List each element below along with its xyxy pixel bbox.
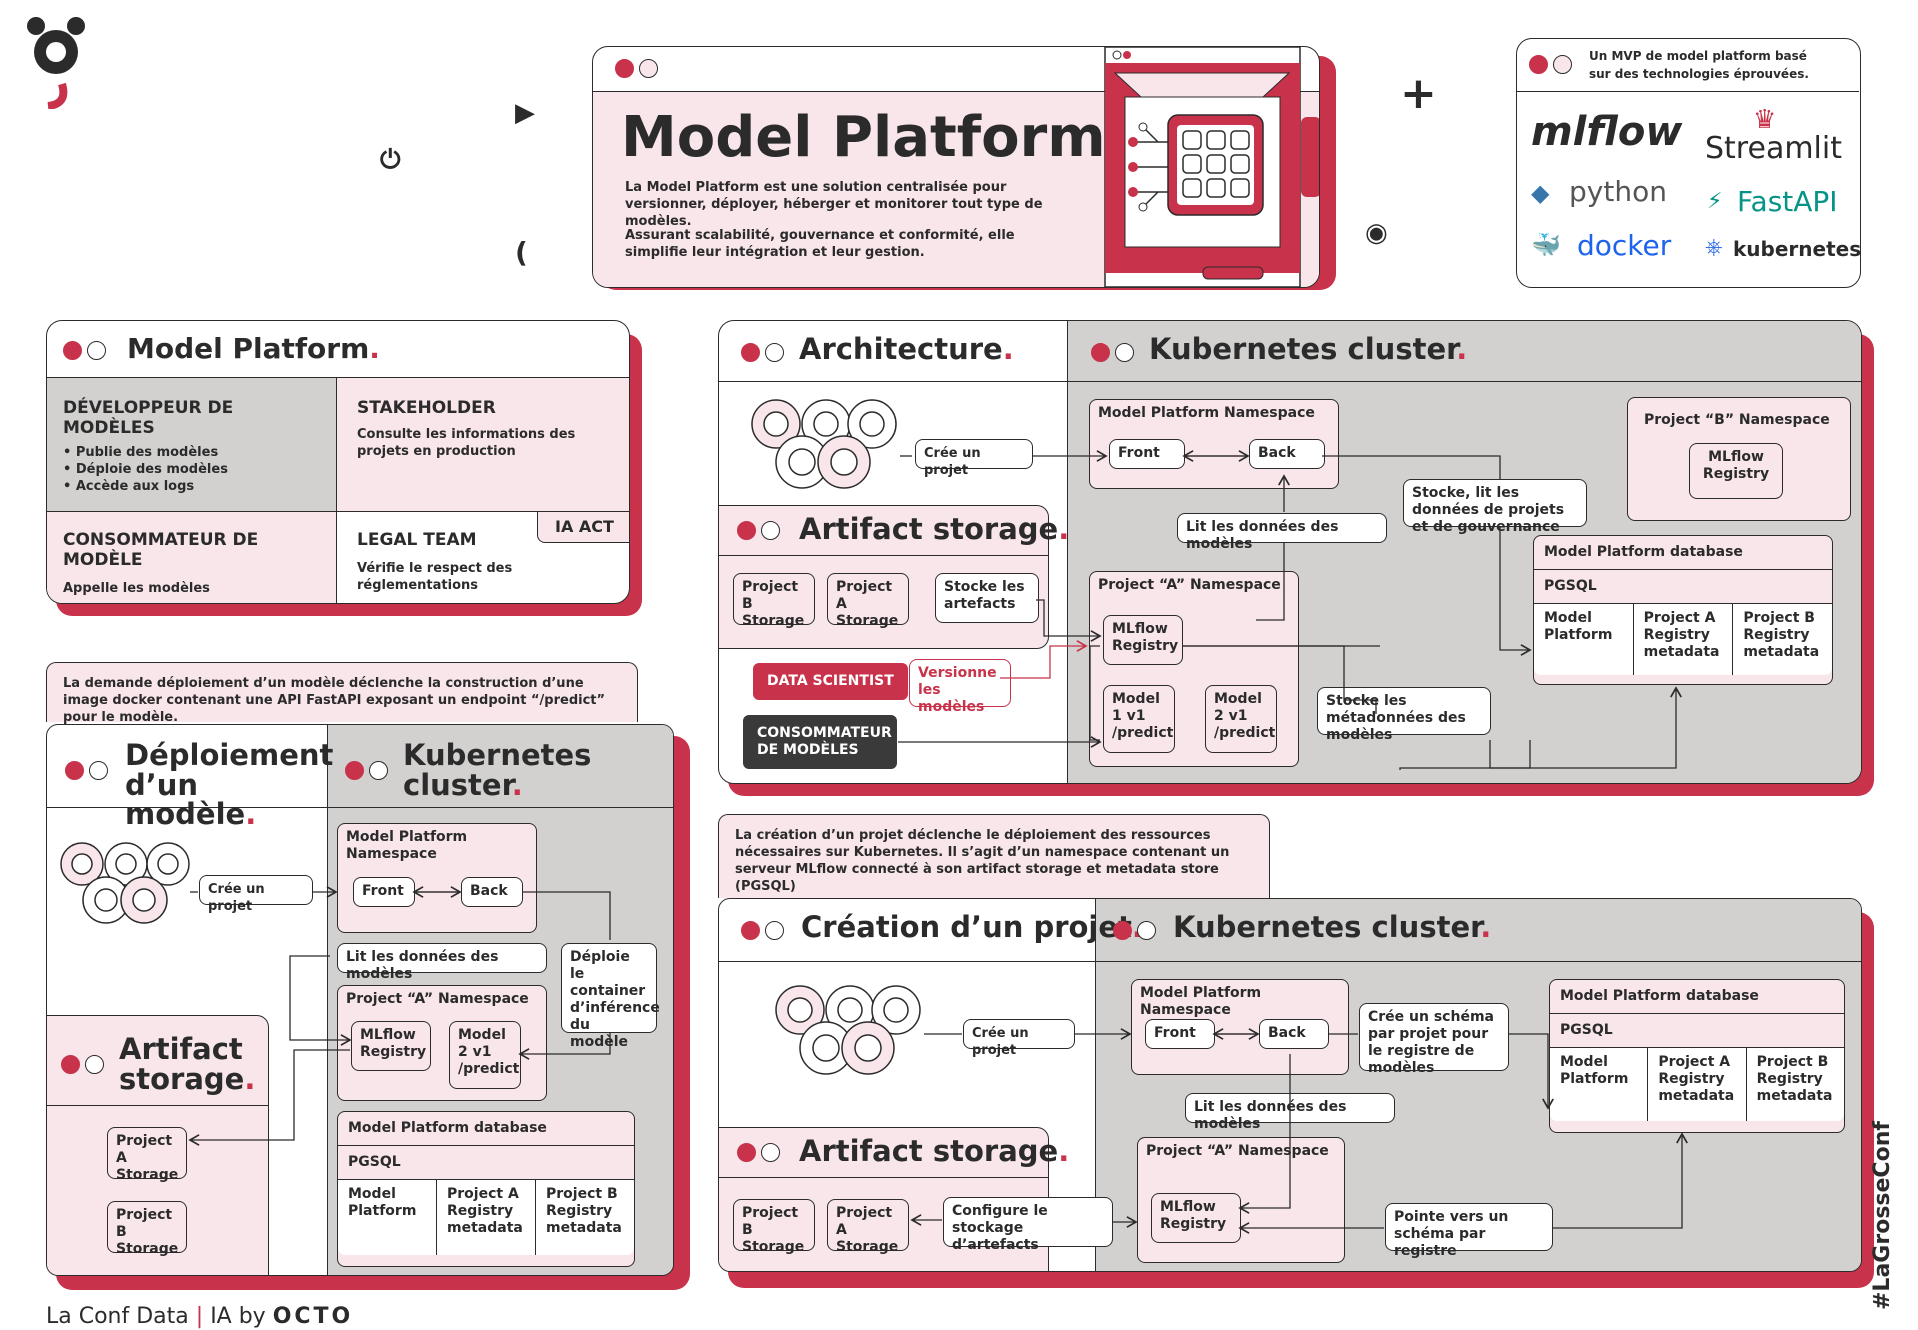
deploy-card: Déploiement d’un modèle. Kubernetes clus… xyxy=(46,724,674,1276)
consumer-tag: CONSOMMATEUR DE MODÈLES xyxy=(743,715,897,769)
hero-desc-1: La Model Platform est une solution centr… xyxy=(625,180,1043,229)
arch-store-read: Stocke, lit les données de projets et de… xyxy=(1403,479,1587,535)
creation-title: Création d’un projet. xyxy=(801,910,1143,944)
consumer-role: CONSOMMATEUR DE MODÈLE Appelle les modèl… xyxy=(47,511,337,603)
arch-versions-models: Versionne les modèles xyxy=(909,659,1011,715)
arch-proja-storage: Project A Storage xyxy=(827,573,909,629)
deploy-artifact-title: Artifact storage. xyxy=(119,1032,256,1096)
creation-create-schema: Crée un schéma par projet pour le regist… xyxy=(1359,1003,1509,1076)
fastapi-logo: FastAPI xyxy=(1737,185,1838,218)
deploy-proja-storage: Project A Storage xyxy=(107,1127,187,1183)
power-icon: ⏻ xyxy=(380,145,401,175)
deploy-note: La demande déploiement d’un modèle décle… xyxy=(46,662,638,725)
deploy-mlflow: MLflow Registry xyxy=(351,1021,431,1071)
users-illustration-deploy xyxy=(56,838,196,932)
creation-create-project: Crée un projet xyxy=(963,1019,1075,1058)
docker-icon: 🐳 xyxy=(1531,231,1561,259)
footer-brand: La Conf Data | IA by OCTO xyxy=(46,1304,354,1329)
arch-store-artifacts: Stocke les artefacts xyxy=(935,573,1039,623)
creation-k8s-title: Kubernetes cluster. xyxy=(1173,910,1492,944)
arc-icon: ( xyxy=(515,236,528,269)
deploy-db: Model Platform database PGSQL Model Plat… xyxy=(337,1111,635,1267)
python-logo: python xyxy=(1569,175,1667,208)
plus-sign: + xyxy=(1400,68,1437,119)
crown-icon: ♛ xyxy=(1753,105,1777,135)
kubernetes-logo: kubernetes xyxy=(1733,237,1862,261)
octo-logo xyxy=(26,14,86,110)
arch-model2: Model 2 v1 /predict xyxy=(1205,685,1277,753)
python-icon: ◆ xyxy=(1531,179,1550,207)
legal-role: LEGAL TEAM Vérifie le respect des réglem… xyxy=(337,511,629,603)
deploy-read-models: Lit les données des modèles xyxy=(337,943,547,982)
deploy-create-project: Crée un projet xyxy=(199,875,313,914)
roles-card: Model Platform. DÉVELOPPEUR DE MODÈLES •… xyxy=(46,320,630,604)
hero-desc-2: Assurant scalabilité, gouvernance et con… xyxy=(625,228,1015,260)
streamlit-logo: Streamlit xyxy=(1705,131,1842,166)
dev-role: DÉVELOPPEUR DE MODÈLES • Publie des modè… xyxy=(47,377,337,511)
arch-store-metadata: Stocke les métadonnées des modèles xyxy=(1317,687,1491,743)
creation-front: Front xyxy=(1145,1019,1215,1049)
target-icon: ◉ xyxy=(1365,218,1388,248)
deploy-front: Front xyxy=(353,877,415,907)
arch-projb-mlflow: MLflow Registry xyxy=(1689,443,1783,499)
kubernetes-icon: ⎈ xyxy=(1705,235,1723,260)
creation-back: Back xyxy=(1259,1019,1329,1049)
creation-read-models: Lit les données des modèles xyxy=(1185,1093,1395,1132)
arch-back: Back xyxy=(1249,439,1325,469)
roles-title: Model Platform. xyxy=(127,332,380,365)
ia-act-badge: IA ACT xyxy=(537,511,629,543)
creation-artifact-title: Artifact storage. xyxy=(799,1134,1070,1168)
creation-note: La création d’un projet déclenche le dép… xyxy=(718,814,1270,898)
footer-hashtag: #LaGrosseConf xyxy=(1870,1121,1895,1310)
arch-proja-mlflow: MLflow Registry xyxy=(1103,615,1183,665)
deploy-back: Back xyxy=(461,877,523,907)
tech-card: Un MVP de model platform basé sur des te… xyxy=(1516,38,1861,288)
arch-front: Front xyxy=(1109,439,1185,469)
creation-db: Model Platform database PGSQL Model Plat… xyxy=(1549,979,1845,1133)
hero-title: Model Platform. xyxy=(621,105,1127,170)
laptop-illustration xyxy=(1103,47,1319,287)
arch-db: Model Platform database PGSQL Model Plat… xyxy=(1533,535,1833,685)
play-icon: ▶ xyxy=(515,98,535,128)
deploy-title: Déploiement d’un modèle. xyxy=(125,738,334,832)
creation-projb-storage: Project B Storage xyxy=(733,1199,815,1255)
deploy-container: Déploie le container d’inférence du modè… xyxy=(561,943,660,1050)
arch-model1: Model 1 v1 /predict xyxy=(1103,685,1175,753)
deploy-k8s-title: Kubernetes cluster. xyxy=(403,738,592,802)
deploy-projb-storage: Project B Storage xyxy=(107,1201,187,1257)
arch-read-models: Lit les données des modèles xyxy=(1177,513,1387,552)
arch-projb-storage: Project B Storage xyxy=(733,573,815,629)
stakeholder-role: STAKEHOLDER Consulte les informations de… xyxy=(337,377,629,511)
deploy-model2: Model 2 v1 /predict xyxy=(449,1021,521,1089)
docker-logo: docker xyxy=(1577,229,1672,262)
creation-card: Création d’un projet. Kubernetes cluster… xyxy=(718,898,1862,1272)
creation-config-storage: Configure le stockage d’artefacts xyxy=(943,1197,1113,1253)
tech-header: Un MVP de model platform basé sur des te… xyxy=(1589,49,1809,81)
mlflow-logo: mlflow xyxy=(1531,109,1683,155)
users-illustration-creation xyxy=(766,980,926,1080)
fastapi-icon: ⚡ xyxy=(1707,189,1723,214)
creation-proja-storage: Project A Storage xyxy=(827,1199,909,1255)
data-scientist-tag: DATA SCIENTIST xyxy=(753,663,908,700)
creation-point-schema: Pointe vers un schéma par registre xyxy=(1385,1203,1553,1259)
arch-create-project: Crée un projet xyxy=(915,439,1033,478)
arch-k8s-title: Kubernetes cluster. xyxy=(1149,332,1468,366)
creation-mlflow: MLflow Registry xyxy=(1151,1193,1241,1243)
arch-artifact-title: Artifact storage. xyxy=(799,512,1070,546)
hero-card: Model Platform. La Model Platform est un… xyxy=(592,46,1320,288)
architecture-title: Architecture. xyxy=(799,332,1014,366)
users-illustration-arch xyxy=(740,394,900,494)
architecture-card: Architecture. Kubernetes cluster. Artifa… xyxy=(718,320,1862,784)
